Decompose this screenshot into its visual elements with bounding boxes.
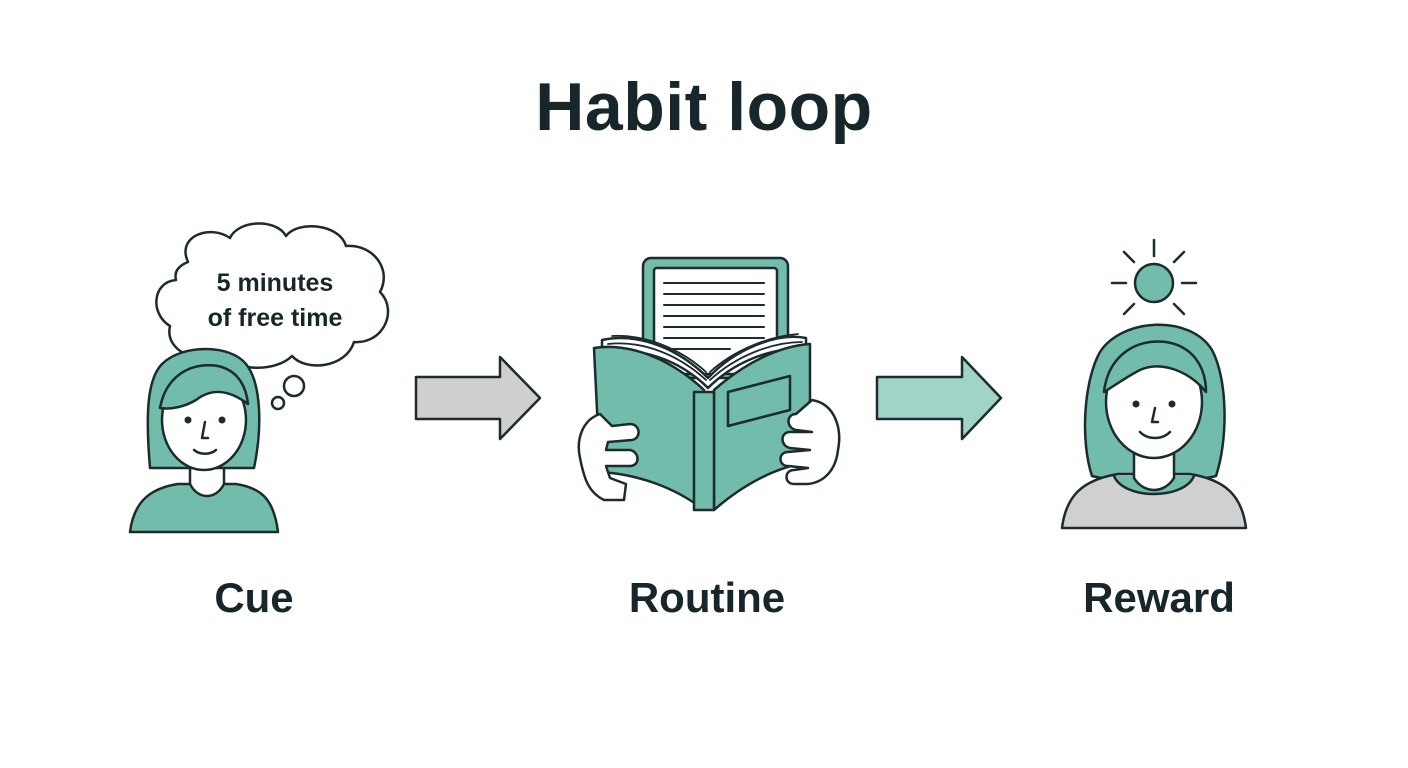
thought-dot-small (272, 397, 284, 409)
step-label-routine: Routine (527, 574, 887, 622)
sun-icon (1135, 264, 1173, 302)
thought-bubble-line-2: of free time (166, 301, 384, 335)
thought-bubble-line-1: 5 minutes (166, 266, 384, 300)
right-arrow-icon (877, 357, 1001, 439)
step-label-reward: Reward (979, 574, 1339, 622)
left-hand (579, 414, 639, 500)
thought-dot-large (284, 376, 304, 396)
happy-person-sun-icon (1062, 240, 1246, 528)
book-spine (694, 392, 714, 510)
right-arrow-icon (416, 357, 540, 439)
reading-book-icon (579, 258, 839, 510)
step-label-cue: Cue (74, 574, 434, 622)
